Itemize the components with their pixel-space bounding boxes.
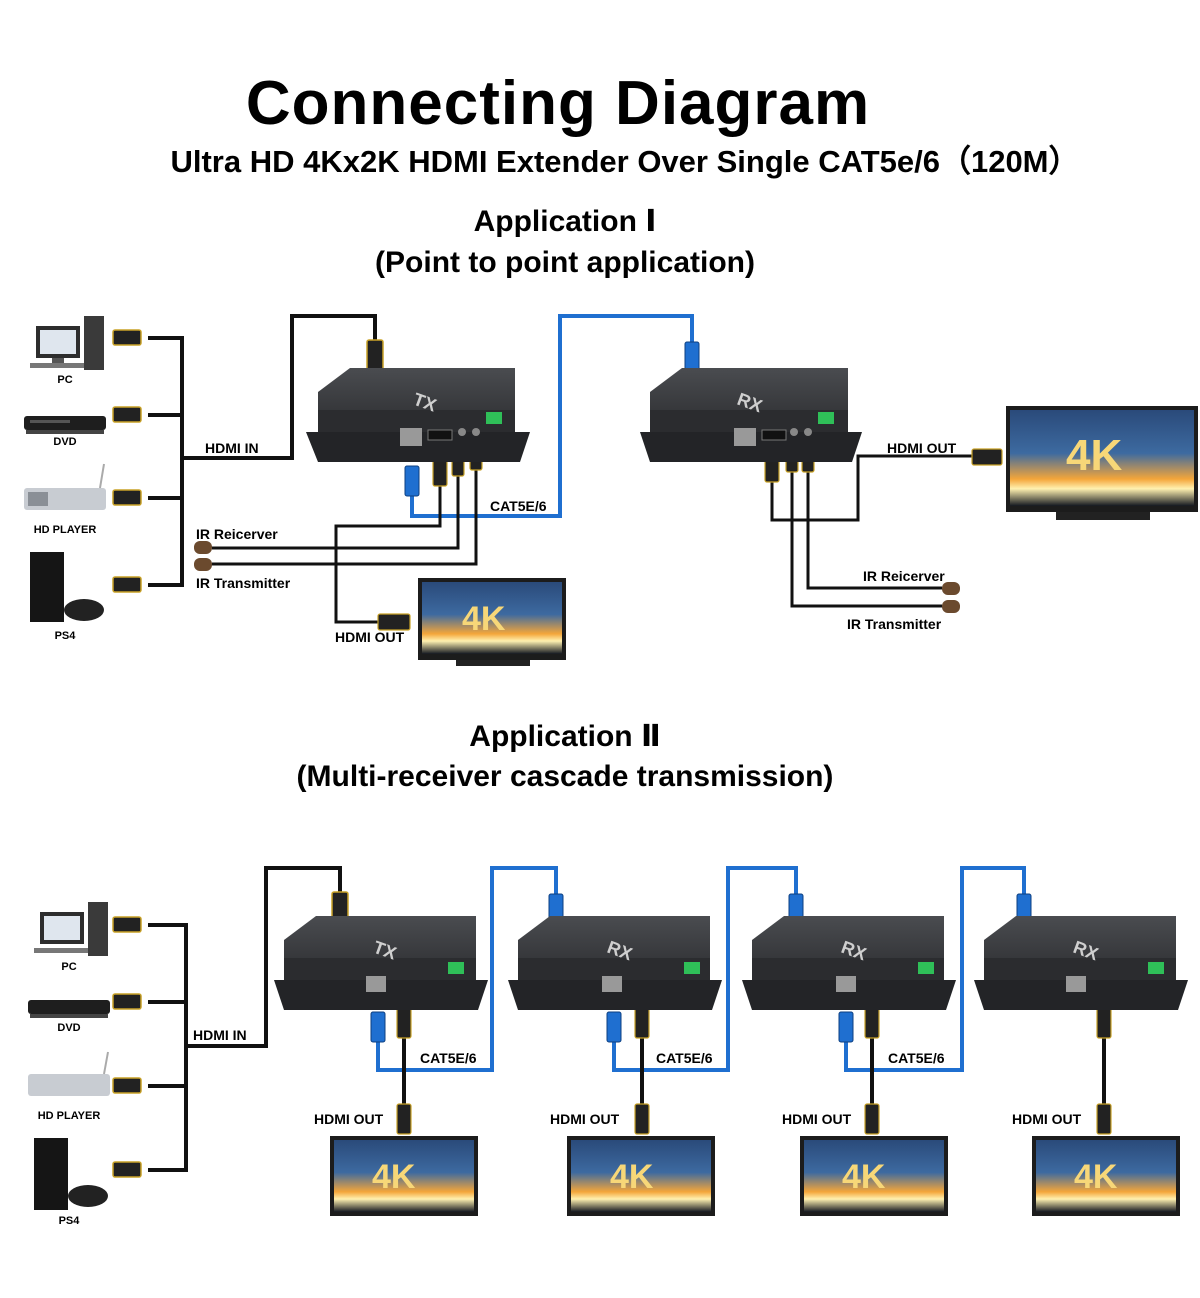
app2-cat-label-2: CAT5E/6: [656, 1050, 713, 1066]
app1-ps4-icon: [30, 552, 104, 622]
app1-tv-large: [1006, 406, 1198, 520]
app2-tv-3-label: 4K: [842, 1158, 886, 1196]
app2-tv-2: [567, 1136, 715, 1216]
app1-ir-transmitter-label: IR Transmitter: [196, 575, 291, 591]
app2-tv-4-label: 4K: [1074, 1158, 1118, 1196]
app1-rx-ir-transmitter-label: IR Transmitter: [847, 616, 942, 632]
app2-hdmi-in-bus: [148, 866, 342, 1172]
app2-tx-box: [274, 916, 488, 1010]
app1-hdmi-out-label: HDMI OUT: [335, 629, 405, 645]
app1-source-label-hd-player: HD PLAYER: [33, 524, 97, 536]
app2-rx-box-2: [742, 916, 956, 1010]
app2-rx-box-1: [508, 916, 722, 1010]
app2-hdmi-out-cables: [402, 1030, 1106, 1130]
app2-source-label-dvd: DVD: [57, 1022, 81, 1034]
application-1-subheading: (Point to point application): [375, 246, 755, 279]
app1-tx-box: [306, 368, 530, 462]
app2-pc-icon: [34, 902, 108, 956]
app1-pc-icon: [30, 316, 104, 370]
app1-ir-receiver-label: IR Reicerver: [196, 526, 278, 542]
app2-tv-1: [330, 1136, 478, 1216]
app2-hdmi-in-label: HDMI IN: [193, 1027, 247, 1043]
app1-tv-small-label: 4K: [462, 600, 506, 638]
app1-cat-plugs: [404, 341, 700, 497]
app2-hd-player-icon: [28, 1051, 110, 1096]
app2-hdmi-out-label-3: HDMI OUT: [782, 1111, 852, 1127]
page-title: Connecting Diagram: [245, 69, 871, 138]
application-2-heading: Application Ⅱ: [469, 720, 661, 753]
app2-hdmi-out-label-4: HDMI OUT: [1012, 1111, 1082, 1127]
app2-cat-label-1: CAT5E/6: [420, 1050, 477, 1066]
app1-cat-label: CAT5E/6: [490, 498, 547, 514]
application-1-heading: Application Ⅰ: [473, 205, 657, 238]
app2-hdmi-out-label-1: HDMI OUT: [314, 1111, 384, 1127]
app2-tv-1-label: 4K: [372, 1158, 416, 1196]
app2-hdmi-out-label-2: HDMI OUT: [550, 1111, 620, 1127]
app1-tx-ir-wires: [212, 464, 478, 624]
app1-tv-small: [418, 578, 566, 666]
app1-rx-box: [640, 368, 862, 462]
app2-tv-2-label: 4K: [610, 1158, 654, 1196]
app1-rx-wires: [770, 454, 980, 608]
app2-tv-3: [800, 1136, 948, 1216]
app1-hd-player-icon: [24, 463, 106, 510]
app1-tv-large-label: 4K: [1066, 431, 1122, 480]
app2-source-label-hd-player: HD PLAYER: [37, 1110, 101, 1122]
app1-tx-ir-heads: [194, 541, 212, 571]
app1-dvd-icon: [24, 416, 106, 434]
app1-source-label-pc: PC: [57, 374, 73, 386]
app2-tv-4: [1032, 1136, 1180, 1216]
page-subtitle: Ultra HD 4Kx2K HDMI Extender Over Single…: [170, 144, 1080, 179]
app2-cat-label-3: CAT5E/6: [888, 1050, 945, 1066]
app1-rx-ir-heads: [942, 582, 960, 613]
app1-rx-hdmi-out-label: HDMI OUT: [887, 440, 957, 456]
app2-hdmi-out-plugs: [396, 1007, 1112, 1135]
app1-source-hdmi-plugs: [112, 329, 142, 593]
app1-source-label-ps4: PS4: [54, 630, 76, 642]
app2-rx-box-3: [974, 916, 1188, 1010]
app2-cat-cables: [376, 866, 1026, 1072]
app2-dvd-icon: [28, 1000, 110, 1018]
app1-hdmi-in-bus: [148, 314, 377, 587]
app1-hdmi-in-label: HDMI IN: [205, 440, 259, 456]
app2-source-label-ps4: PS4: [58, 1215, 80, 1227]
app2-source-label-pc: PC: [61, 961, 77, 973]
app1-cat-cable: [410, 314, 694, 518]
app1-source-label-dvd: DVD: [53, 436, 77, 448]
app2-ps4-icon: [34, 1138, 108, 1210]
app1-rx-ir-receiver-label: IR Reicerver: [863, 568, 945, 584]
application-2-subheading: (Multi-receiver cascade transmission): [296, 760, 834, 793]
